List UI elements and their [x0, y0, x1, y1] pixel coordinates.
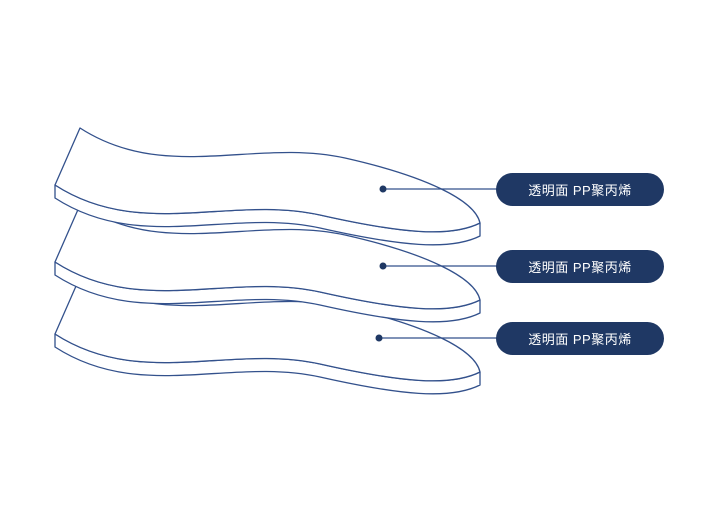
layer-label-3: 透明面 PP聚丙烯	[496, 322, 664, 355]
callout-line-1	[379, 185, 497, 193]
callout-line-2	[379, 262, 497, 270]
callout-dot-2	[379, 262, 387, 270]
callout-line-3	[375, 334, 497, 342]
layer-label-3-text: 透明面 PP聚丙烯	[528, 332, 632, 347]
layer-label-2-text: 透明面 PP聚丙烯	[528, 260, 632, 275]
callout-dot-3	[375, 334, 383, 342]
layer-label-1-text: 透明面 PP聚丙烯	[528, 183, 632, 198]
layer-label-2: 透明面 PP聚丙烯	[496, 250, 664, 283]
layer-label-1: 透明面 PP聚丙烯	[496, 173, 664, 206]
callout-dot-1	[379, 185, 387, 193]
